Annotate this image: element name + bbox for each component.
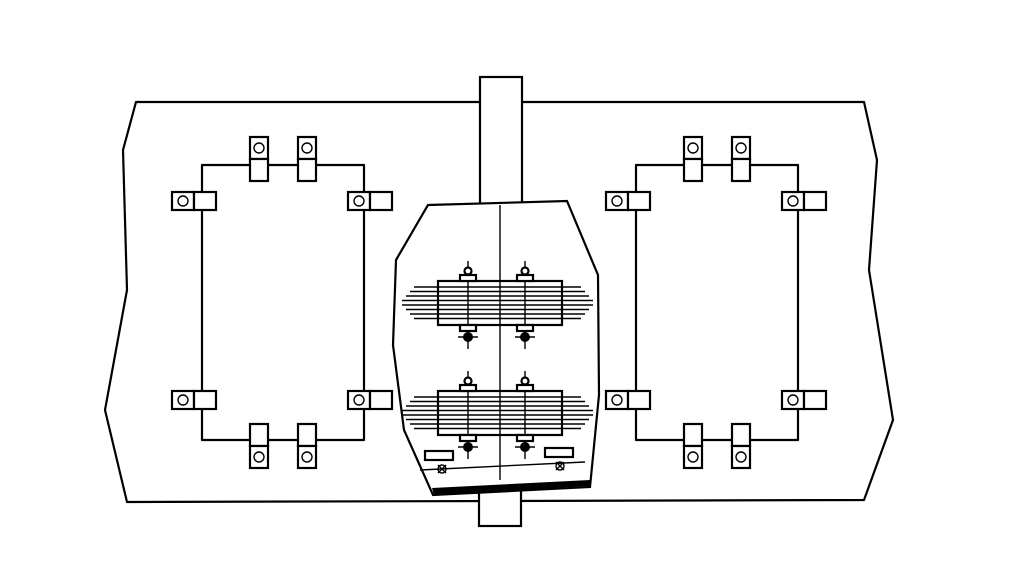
lower-spring-bolt-2	[515, 371, 535, 459]
housing-bolt-right	[555, 461, 565, 471]
housing-foot-right	[543, 446, 575, 459]
left-clamp-top-left	[248, 135, 270, 183]
left-clamp-bottom-right	[296, 422, 318, 470]
right-clamp-left-lower	[604, 389, 652, 411]
housing-base-shadow	[432, 480, 590, 495]
housing-bolt-right-cross	[555, 461, 565, 471]
right-clamp-top-left	[682, 135, 704, 183]
housing-foot-left	[423, 449, 455, 462]
right-rectangular-frame	[634, 163, 800, 442]
lower-spring-leaves	[402, 389, 593, 437]
right-clamp-bottom-right	[730, 422, 752, 470]
right-clamp-right-upper	[780, 190, 828, 212]
left-clamp-right-upper	[346, 190, 394, 212]
right-clamp-left-upper	[604, 190, 652, 212]
lower-spring-bolt-1	[458, 371, 478, 459]
left-clamp-bottom-left	[248, 422, 270, 470]
outer-plate	[103, 100, 895, 504]
upper-spring-leaves	[402, 279, 593, 327]
left-clamp-left-lower	[170, 389, 218, 411]
left-clamp-top-right	[296, 135, 318, 183]
right-clamp-right-lower	[780, 389, 828, 411]
right-frame-clamps	[604, 135, 828, 470]
upper-leaf-spring-stack	[402, 261, 593, 349]
left-clamp-left-upper	[170, 190, 218, 212]
upper-spring-bolt-2	[515, 261, 535, 349]
center-housing	[391, 199, 601, 497]
housing-bolt-left	[437, 464, 447, 474]
housing-bolt-left-cross	[437, 464, 447, 474]
top-shaft	[478, 75, 524, 219]
left-clamp-right-lower	[346, 389, 394, 411]
right-clamp-bottom-left	[682, 422, 704, 470]
lower-leaf-spring-stack	[402, 371, 593, 459]
upper-spring-bolt-1	[458, 261, 478, 349]
left-rectangular-frame	[200, 163, 366, 442]
left-frame-clamps	[170, 135, 394, 470]
right-clamp-top-right	[730, 135, 752, 183]
